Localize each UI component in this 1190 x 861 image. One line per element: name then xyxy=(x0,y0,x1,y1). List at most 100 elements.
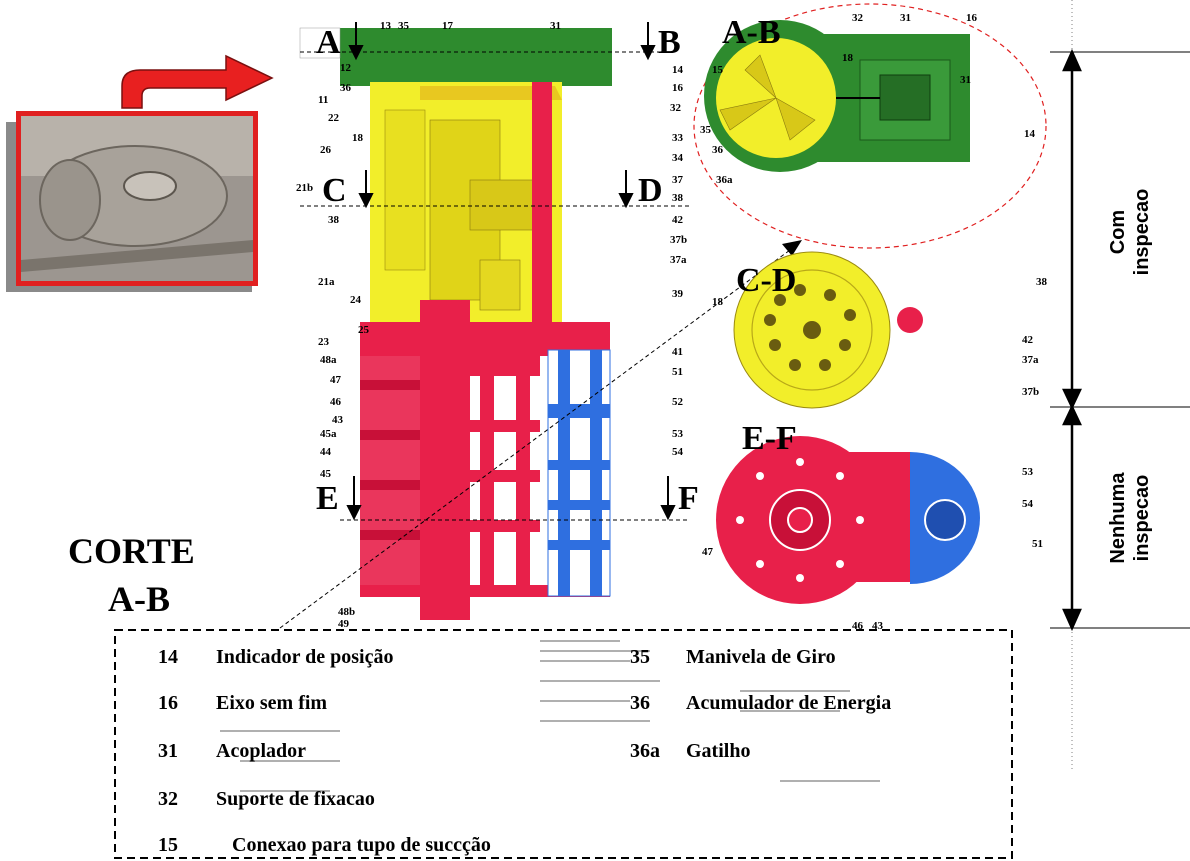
legend-text: Indicador de posição xyxy=(216,646,394,668)
callout: 48b xyxy=(338,606,356,618)
callout: 53 xyxy=(672,428,683,440)
callout: 45 xyxy=(320,468,331,480)
callout: 21b xyxy=(296,182,314,194)
callout: 48a xyxy=(320,354,337,366)
legend-text: Eixo sem fim xyxy=(216,692,328,714)
callout: 54 xyxy=(672,446,683,458)
callout: 54 xyxy=(1022,498,1033,510)
callout: 18 xyxy=(352,132,363,144)
callout: 17 xyxy=(442,20,453,32)
green-head xyxy=(340,28,612,86)
legend-text: Suporte de fixacao xyxy=(216,788,375,810)
callout: 22 xyxy=(328,112,339,124)
callout: 11 xyxy=(318,94,329,106)
callout: 35 xyxy=(398,20,409,32)
legend-num: 32 xyxy=(158,788,178,810)
callout: 18 xyxy=(842,52,853,64)
legend-num: 35 xyxy=(630,646,650,668)
callout: 15 xyxy=(712,64,723,76)
callout: 12 xyxy=(340,62,351,74)
callout: 16 xyxy=(966,12,977,24)
corte-subtitle: A-B xyxy=(108,579,170,619)
callout: 46 xyxy=(852,620,863,632)
callout: 38 xyxy=(328,214,339,226)
callout: 37a xyxy=(1022,354,1039,366)
callout: 45a xyxy=(320,428,337,440)
callout: 43 xyxy=(332,414,343,426)
callout: 53 xyxy=(1022,466,1033,478)
callout: 37b xyxy=(1022,386,1040,398)
callout: 32 xyxy=(670,102,681,114)
callout: 36 xyxy=(340,82,351,94)
red-tube xyxy=(532,82,552,322)
callout: 18 xyxy=(712,296,723,308)
section-letter-a: A xyxy=(316,24,341,61)
callout: 25 xyxy=(358,324,369,336)
view-title-cd: C-D xyxy=(736,262,797,299)
callout: 21a xyxy=(318,276,335,288)
view-title-ef: E-F xyxy=(742,420,797,457)
legend-text: Acoplador xyxy=(216,740,306,762)
section-arrows xyxy=(346,22,676,521)
section-letter-f: F xyxy=(678,480,699,517)
corte-title: CORTE xyxy=(68,531,195,571)
callout: 31 xyxy=(960,74,971,86)
callout: 42 xyxy=(1022,334,1033,346)
callout: 31 xyxy=(550,20,561,32)
callout: 16 xyxy=(672,82,683,94)
callout: 23 xyxy=(318,336,329,348)
view-title-ab: A-B xyxy=(722,14,781,51)
callout: 38 xyxy=(1036,276,1047,288)
callout: 39 xyxy=(672,288,683,300)
callout: 42 xyxy=(672,214,683,226)
callout: 14 xyxy=(672,64,683,76)
callout: 41 xyxy=(672,346,683,358)
legend-num: 16 xyxy=(158,692,178,714)
callout: 36 xyxy=(712,144,723,156)
legend-num: 14 xyxy=(158,646,178,668)
section-letter-e: E xyxy=(316,480,339,517)
callout: 13 xyxy=(380,20,391,32)
legend-num: 36 xyxy=(630,692,650,714)
callout: 32 xyxy=(852,12,863,24)
callout: 26 xyxy=(320,144,331,156)
callout: 46 xyxy=(330,396,341,408)
section-letter-c: C xyxy=(322,172,347,209)
red-dot xyxy=(897,307,923,333)
legend-text: Acumulador de Energia xyxy=(686,692,892,714)
callout: 14 xyxy=(1024,128,1035,140)
callout: 47 xyxy=(330,374,341,386)
legend-text: Manivela de Giro xyxy=(686,646,836,668)
callout: 36a xyxy=(716,174,733,186)
legend-num: 15 xyxy=(158,834,178,856)
callout: 51 xyxy=(1032,538,1043,550)
legend-num: 31 xyxy=(158,740,178,762)
section-letter-b: B xyxy=(658,24,681,61)
curved-arrow xyxy=(121,54,274,109)
callout: 35 xyxy=(700,124,711,136)
legend-text: Conexao para tupo de succção xyxy=(232,834,491,856)
legend-text: Gatilho xyxy=(686,740,751,762)
callout: 37 xyxy=(672,174,683,186)
callout: 37b xyxy=(670,234,688,246)
legend-box xyxy=(114,629,1013,859)
callout: 43 xyxy=(872,620,883,632)
photo xyxy=(16,111,258,286)
callout: 49 xyxy=(338,618,349,630)
callout: 44 xyxy=(320,446,331,458)
callout: 38 xyxy=(672,192,683,204)
ab-boundary xyxy=(693,3,1047,249)
callout: 52 xyxy=(672,396,683,408)
callout: 47 xyxy=(702,546,713,558)
callout: 34 xyxy=(672,152,683,164)
legend-num: 36a xyxy=(630,740,660,762)
callout: 31 xyxy=(900,12,911,24)
callout: 24 xyxy=(350,294,361,306)
callout: 33 xyxy=(672,132,683,144)
callout: 51 xyxy=(672,366,683,378)
section-letter-d: D xyxy=(638,172,663,209)
callout: 37a xyxy=(670,254,687,266)
